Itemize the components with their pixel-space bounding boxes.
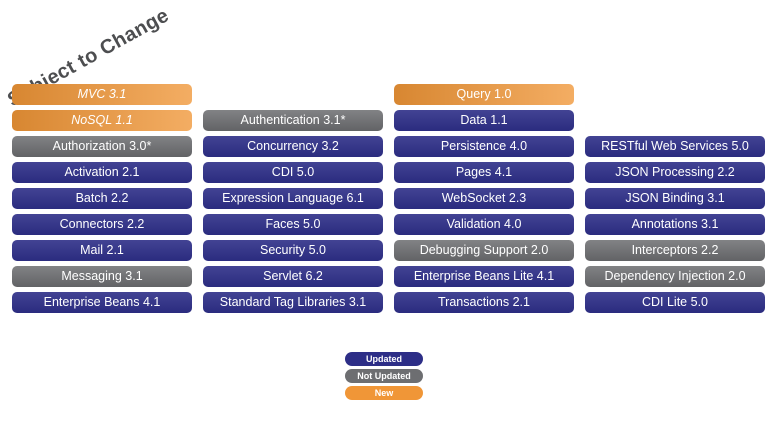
spec-badge-mvc-3-1: MVC 3.1 (12, 84, 192, 105)
spec-badge-dependency-injection-2-0: Dependency Injection 2.0 (585, 266, 765, 287)
spec-badge-transactions-2-1: Transactions 2.1 (394, 292, 574, 313)
spec-badge-expression-language-6-1: Expression Language 6.1 (203, 188, 383, 209)
spec-badge-websocket-2-3: WebSocket 2.3 (394, 188, 574, 209)
spec-badge-security-5-0: Security 5.0 (203, 240, 383, 261)
spec-badge-debugging-support-2-0: Debugging Support 2.0 (394, 240, 574, 261)
spec-badge-connectors-2-2: Connectors 2.2 (12, 214, 192, 235)
spec-badge-concurrency-3-2: Concurrency 3.2 (203, 136, 383, 157)
spec-badge-authorization-3-0: Authorization 3.0* (12, 136, 192, 157)
spec-badge-batch-2-2: Batch 2.2 (12, 188, 192, 209)
spec-badge-cdi-5-0: CDI 5.0 (203, 162, 383, 183)
spec-badge-query-1-0: Query 1.0 (394, 84, 574, 105)
spec-badge-interceptors-2-2: Interceptors 2.2 (585, 240, 765, 261)
spec-badge-restful-web-services-5-0: RESTful Web Services 5.0 (585, 136, 765, 157)
legend-item-not-updated: Not Updated (345, 369, 423, 383)
spec-badge-pages-4-1: Pages 4.1 (394, 162, 574, 183)
spec-badge-mail-2-1: Mail 2.1 (12, 240, 192, 261)
spec-badge-standard-tag-libraries-3-1: Standard Tag Libraries 3.1 (203, 292, 383, 313)
spec-badge-data-1-1: Data 1.1 (394, 110, 574, 131)
spec-badge-messaging-3-1: Messaging 3.1 (12, 266, 192, 287)
spec-badge-enterprise-beans-lite-4-1: Enterprise Beans Lite 4.1 (394, 266, 574, 287)
spec-badge-validation-4-0: Validation 4.0 (394, 214, 574, 235)
legend-item-new: New (345, 386, 423, 400)
spec-badge-authentication-3-1: Authentication 3.1* (203, 110, 383, 131)
spec-badge-activation-2-1: Activation 2.1 (12, 162, 192, 183)
spec-badge-faces-5-0: Faces 5.0 (203, 214, 383, 235)
spec-badge-nosql-1-1: NoSQL 1.1 (12, 110, 192, 131)
spec-badge-enterprise-beans-4-1: Enterprise Beans 4.1 (12, 292, 192, 313)
spec-badge-json-binding-3-1: JSON Binding 3.1 (585, 188, 765, 209)
spec-badge-cdi-lite-5-0: CDI Lite 5.0 (585, 292, 765, 313)
spec-badge-servlet-6-2: Servlet 6.2 (203, 266, 383, 287)
spec-badge-annotations-3-1: Annotations 3.1 (585, 214, 765, 235)
legend-item-updated: Updated (345, 352, 423, 366)
spec-badge-json-processing-2-2: JSON Processing 2.2 (585, 162, 765, 183)
spec-badge-persistence-4-0: Persistence 4.0 (394, 136, 574, 157)
